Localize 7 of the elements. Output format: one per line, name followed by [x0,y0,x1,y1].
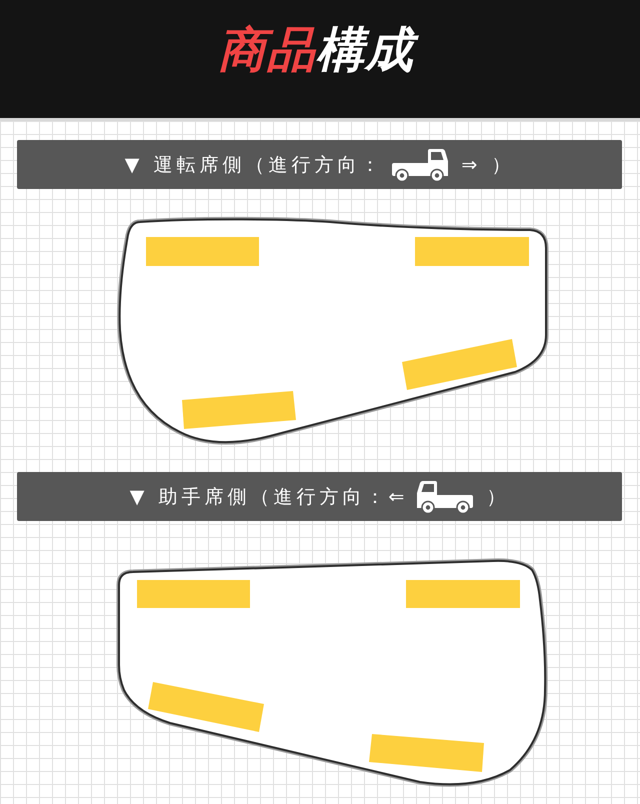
page-title: 商品構成 [212,20,428,80]
section-heading-text: ） [486,484,510,508]
section-heading-text: ▼ 助手席側（進行方向：⇐ [130,484,408,508]
section-heading-bar [17,472,622,521]
section-heading-text: ⇒ ） [461,152,514,176]
section-heading-text: ▼ 運転席側（進行方向： [124,152,384,176]
section-heading-bar [17,140,622,189]
